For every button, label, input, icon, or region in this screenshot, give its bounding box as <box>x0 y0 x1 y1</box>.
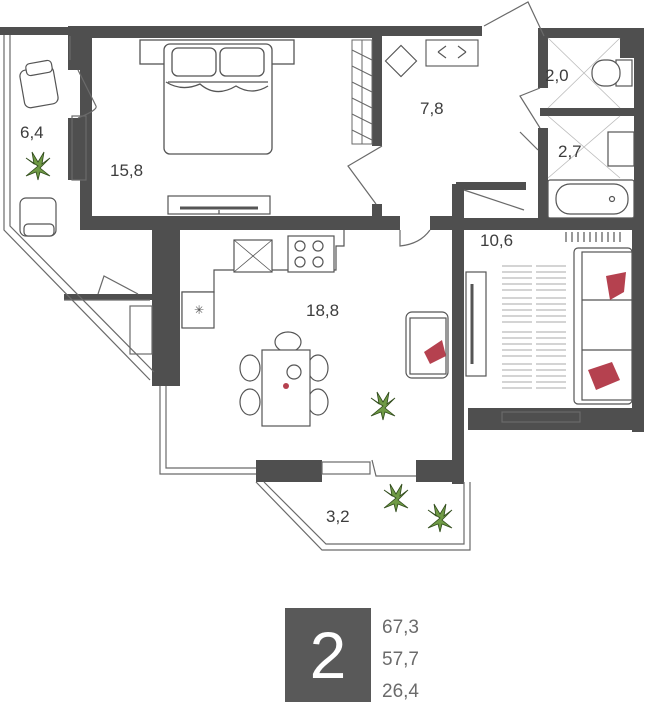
room-area-balcony-left: 6,4 <box>20 123 44 142</box>
living-area: 57,7 <box>382 649 419 670</box>
floor-plan: ✳ 6,4 15,8 7,8 2,0 2,7 10,6 18,8 <box>0 1 644 551</box>
kitchen-counter: ✳ <box>181 230 345 329</box>
bed-icon <box>139 39 295 155</box>
total-area: 67,3 <box>382 617 419 638</box>
bathtub-icon <box>547 115 635 219</box>
wardrobe-icon <box>351 39 373 145</box>
room-area-wc: 2,0 <box>545 66 569 85</box>
plant-icon <box>25 151 453 533</box>
room-area-room: 10,6 <box>480 231 513 250</box>
room-area-kitchen-living: 18,8 <box>306 301 339 320</box>
room-area-hall: 7,8 <box>420 99 444 118</box>
hall-furniture <box>384 39 479 78</box>
thin-lines <box>3 35 581 551</box>
area-summary: 67,3 57,7 26,4 <box>382 612 419 708</box>
room-area-bedroom: 15,8 <box>110 161 143 180</box>
room-area-balcony-bottom: 3,2 <box>326 507 350 526</box>
room-area-bathroom: 2,7 <box>558 142 582 161</box>
doors <box>77 1 545 477</box>
rooms-count-badge: 2 <box>285 608 371 702</box>
kitchen-area: 26,4 <box>382 681 419 702</box>
radiator-icon <box>565 232 621 242</box>
tv-stand-icon <box>167 195 271 215</box>
dining-table-icon <box>239 331 329 427</box>
armchair-icon <box>405 311 449 379</box>
walls <box>0 26 644 484</box>
rug-icon <box>502 265 566 389</box>
pillow-icon <box>588 272 626 390</box>
tv-stand-icon <box>465 271 487 377</box>
svg-text:✳: ✳ <box>194 303 204 317</box>
chair-icon <box>19 59 59 237</box>
toilet-icon <box>547 37 633 109</box>
